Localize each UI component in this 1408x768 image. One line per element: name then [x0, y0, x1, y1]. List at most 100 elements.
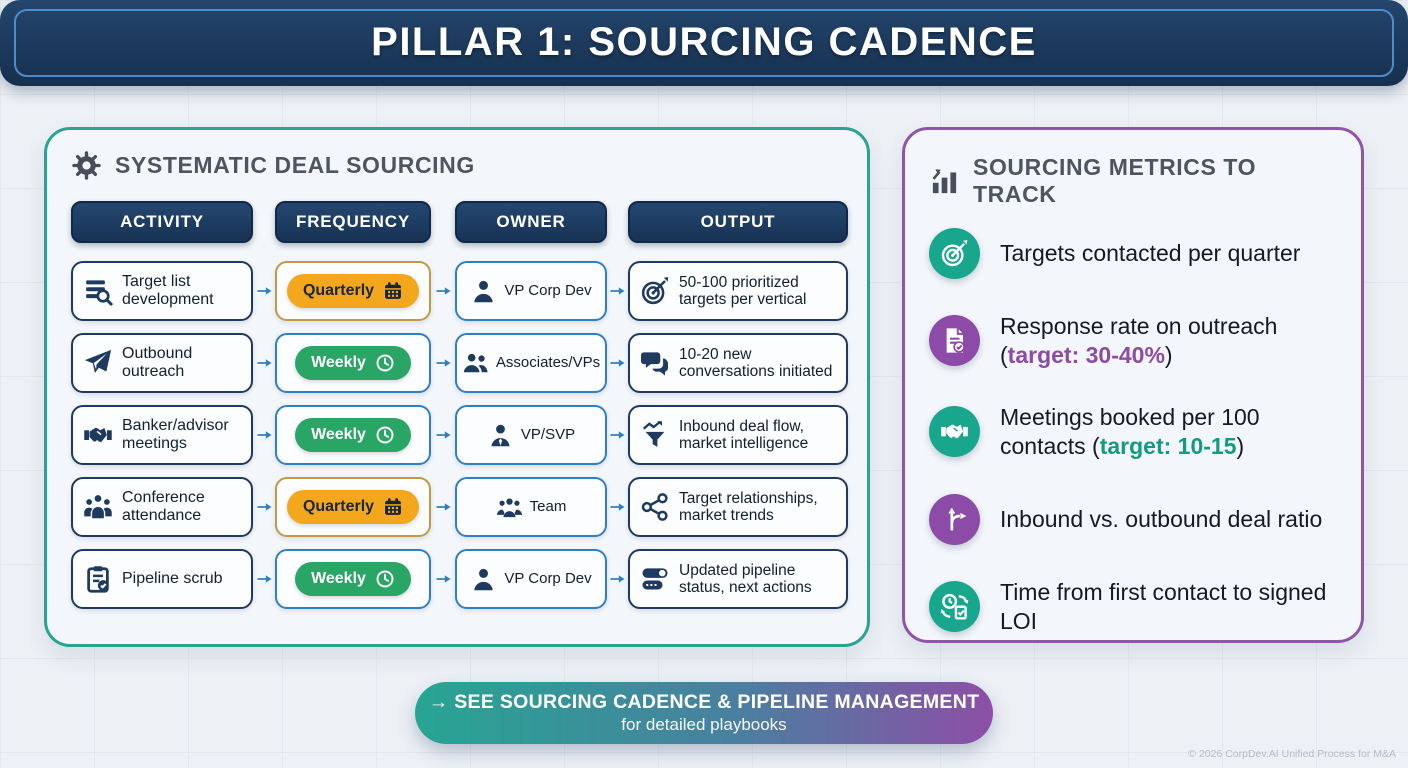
output-label: Inbound deal flow, market intelligence	[679, 417, 809, 452]
activity-cell: Target list development	[71, 261, 253, 321]
target-arrow-icon	[940, 239, 969, 268]
frequency-pill-quarterly: Quarterly	[286, 490, 420, 524]
metric-item: Time from first contact to signed LOI	[929, 578, 1337, 636]
clock-icon	[375, 353, 395, 373]
flow-arrow-icon	[253, 549, 275, 609]
column-header-activity: ACTIVITY	[71, 201, 253, 243]
activity-label: Pipeline scrub	[122, 570, 223, 588]
metric-text: Response rate on outreach (target: 30-40…	[1000, 313, 1278, 368]
metric-text: Inbound vs. outbound deal ratio	[1000, 505, 1323, 532]
frequency-label: Weekly	[311, 354, 366, 371]
activity-label: Target list development	[122, 273, 214, 308]
output-label: 10-20 new conversations initiated	[679, 345, 833, 380]
flow-arrow-icon	[431, 333, 455, 393]
owner-cell: VP Corp Dev	[455, 261, 607, 321]
page-header: PILLAR 1: SOURCING CADENCE	[0, 0, 1408, 86]
metric-badge	[929, 406, 980, 458]
output-label: Target relationships, market trends	[679, 489, 818, 524]
metric-text: Time from first contact to signed LOI	[1000, 578, 1327, 634]
chat-bubbles-icon	[640, 348, 670, 378]
owner-label: Team	[529, 497, 567, 515]
sliders-icon	[640, 564, 670, 594]
gear-icon	[71, 150, 102, 181]
frequency-label: Weekly	[311, 570, 366, 587]
people-three-icon	[496, 494, 523, 521]
systematic-deal-sourcing-panel: SYSTEMATIC DEAL SOURCING ACTIVITY FREQUEN…	[44, 127, 870, 647]
handshake-icon	[83, 420, 113, 450]
person-tie-icon	[487, 422, 514, 449]
flow-arrow-icon	[431, 261, 455, 321]
metrics-panel-title: SOURCING METRICS TO TRACK	[973, 154, 1257, 207]
output-cell: 10-20 new conversations initiated	[628, 333, 848, 393]
clock-icon	[375, 425, 395, 445]
flow-arrow-icon	[607, 405, 628, 465]
metric-text: Targets contacted per quarter	[1000, 240, 1301, 267]
activity-cell: Banker/advisor meetings	[71, 405, 253, 465]
output-label: 50-100 prioritized targets per vertical	[679, 273, 807, 308]
person-icon	[470, 278, 497, 305]
activity-cell: Pipeline scrub	[71, 549, 253, 609]
activity-cell: Outbound outreach	[71, 333, 253, 393]
calendar-icon	[383, 497, 403, 517]
target-arrow-icon	[640, 276, 670, 306]
activity-label: Outbound outreach	[122, 345, 193, 380]
frequency-cell: Quarterly	[275, 261, 431, 321]
flow-arrow-icon	[253, 333, 275, 393]
frequency-cell: Weekly	[275, 405, 431, 465]
owner-cell: VP Corp Dev	[455, 549, 607, 609]
owner-label: VP Corp Dev	[504, 569, 592, 587]
clock-icon	[375, 569, 395, 589]
frequency-label: Quarterly	[302, 498, 375, 515]
paper-plane-icon	[83, 348, 113, 378]
funnel-trend-icon	[640, 420, 670, 450]
clipboard-check-icon	[83, 564, 113, 594]
metrics-panel-header: SOURCING METRICS TO TRACK	[929, 154, 1337, 208]
output-cell: Inbound deal flow, market intelligence	[628, 405, 848, 465]
page-title: PILLAR 1: SOURCING CADENCE	[371, 20, 1037, 64]
flow-arrow-icon	[607, 261, 628, 321]
metric-badge	[929, 315, 980, 367]
flow-arrow-icon	[607, 333, 628, 393]
activity-label: Banker/advisor meetings	[122, 417, 229, 452]
frequency-label: Quarterly	[302, 282, 375, 299]
document-check-icon	[940, 326, 969, 355]
people-group-icon	[83, 492, 113, 522]
person-icon	[470, 566, 497, 593]
column-header-output: OUTPUT	[628, 201, 848, 243]
metric-badge	[929, 493, 980, 545]
frequency-pill-quarterly: Quarterly	[286, 274, 420, 308]
split-arrows-icon	[940, 505, 969, 534]
list-search-icon	[83, 276, 113, 306]
frequency-pill-weekly: Weekly	[295, 562, 411, 596]
sourcing-table: ACTIVITY FREQUENCY OWNER OUTPUT Target list …	[71, 201, 848, 609]
flow-arrow-icon	[607, 477, 628, 537]
clock-doc-icon	[940, 592, 969, 621]
network-icon	[640, 492, 670, 522]
frequency-pill-weekly: Weekly	[295, 346, 411, 380]
frequency-cell: Weekly	[275, 549, 431, 609]
column-header-frequency: FREQUENCY	[275, 201, 431, 243]
copyright-text: © 2026 CorpDev.AI Unified Process for M&…	[1188, 748, 1396, 760]
activity-label: Conference attendance	[122, 489, 205, 524]
owner-cell: VP/SVP	[455, 405, 607, 465]
output-cell: Target relationships, market trends	[628, 477, 848, 537]
banner-subline: for detailed playbooks	[621, 715, 787, 734]
see-playbooks-banner[interactable]: → SEE SOURCING CADENCE & PIPELINE MANAGE…	[415, 682, 993, 744]
sourcing-metrics-panel: SOURCING METRICS TO TRACK Targets contac…	[902, 127, 1364, 643]
sourcing-panel-header: SYSTEMATIC DEAL SOURCING	[71, 150, 843, 181]
flow-arrow-icon	[431, 405, 455, 465]
metric-badge	[929, 228, 980, 279]
flow-arrow-icon	[253, 261, 275, 321]
owner-label: Associates/VPs	[495, 353, 601, 371]
calendar-icon	[383, 281, 403, 301]
frequency-pill-weekly: Weekly	[295, 418, 411, 452]
metric-item: Response rate on outreach (target: 30-40…	[929, 312, 1337, 370]
metric-item: Inbound vs. outbound deal ratio	[929, 493, 1337, 545]
column-header-owner: OWNER	[455, 201, 607, 243]
flow-arrow-icon	[431, 549, 455, 609]
metric-item: Targets contacted per quarter	[929, 228, 1337, 279]
frequency-label: Weekly	[311, 426, 366, 443]
owner-cell: Team	[455, 477, 607, 537]
metric-text: Meetings booked per 100 contacts (target…	[1000, 403, 1260, 459]
owner-cell: Associates/VPs	[455, 333, 607, 393]
